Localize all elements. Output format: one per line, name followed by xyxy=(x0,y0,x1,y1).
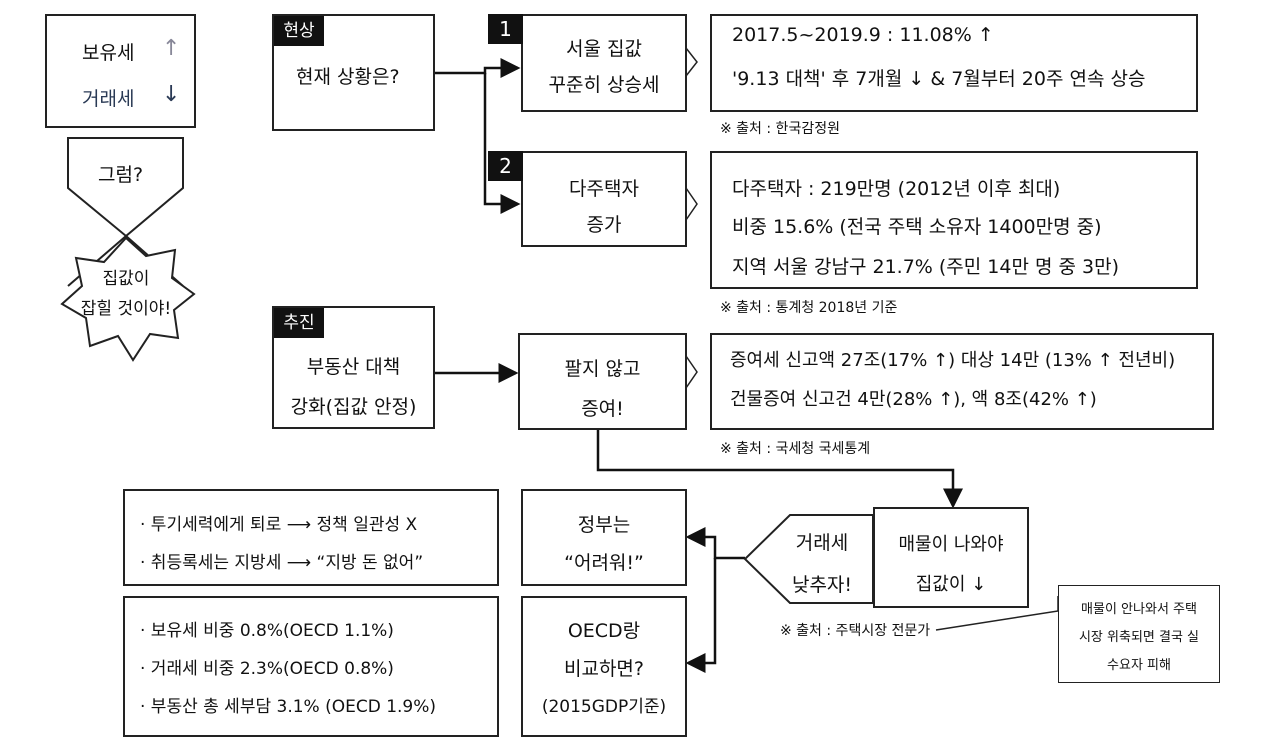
then-shape xyxy=(67,137,184,238)
gov-box xyxy=(521,489,687,586)
item1-number: 1 xyxy=(488,14,523,44)
oecd-line2: 비교하면? xyxy=(563,658,644,680)
item1-detail-line1: 2017.5~2019.9 : 11.08% ↑ xyxy=(732,24,994,46)
gift-source: ※ 출처 : 국세청 국세통계 xyxy=(720,441,871,457)
oecd-item1: · 보유세 비중 0.8%(OECD 1.1%) xyxy=(140,621,394,641)
oecd-box xyxy=(521,596,687,737)
arrow-to-supply xyxy=(596,430,963,509)
oecd-line1: OECD랑 xyxy=(567,620,641,642)
policy-line1: 부동산 대책 xyxy=(306,356,401,378)
oecd-item3: · 부동산 총 세부담 3.1% (OECD 1.9%) xyxy=(140,697,437,717)
lower-tax-chevron xyxy=(743,514,874,604)
gov-line2: “어려워!” xyxy=(564,552,644,574)
push-tag: 추진 xyxy=(274,308,324,338)
conclusion-line2: 잡힐 것이야! xyxy=(80,299,172,319)
arrow-to-gov xyxy=(685,527,745,560)
conclusion-line1: 집값이 xyxy=(102,269,150,289)
gov-reason1: · 투기세력에게 퇴로 ⟶ 정책 일관성 X xyxy=(140,515,418,535)
arrow-to-item1 xyxy=(435,58,521,78)
callout-box xyxy=(1058,585,1220,683)
tax-summary-box xyxy=(45,14,196,128)
item2-number: 2 xyxy=(488,151,523,181)
supply-source: ※ 출처 : 주택시장 전문가 xyxy=(780,623,931,639)
supply-box xyxy=(873,507,1029,608)
holding-tax-label: 보유세 xyxy=(82,42,135,64)
gift-detail-box xyxy=(710,333,1214,430)
item2-source: ※ 출처 : 통계청 2018년 기준 xyxy=(720,300,898,316)
current-tag: 현상 xyxy=(274,16,324,46)
oecd-item2: · 거래세 비중 2.3%(OECD 0.8%) xyxy=(140,659,394,679)
gov-line1: 정부는 xyxy=(577,514,631,536)
item1-source: ※ 출처 : 한국감정원 xyxy=(720,121,840,137)
policy-line2: 강화(집값 안정) xyxy=(290,396,417,418)
gift-line2: 증여! xyxy=(581,398,624,420)
item1-title-line1: 서울 집값 xyxy=(566,38,642,60)
item1-box xyxy=(521,14,687,112)
item2-detail-line3: 지역 서울 강남구 21.7% (주민 14만 명 중 3만) xyxy=(732,256,1120,278)
callout-line2: 시장 위축되면 결국 실 xyxy=(1078,630,1200,645)
gov-reasons-box xyxy=(123,489,499,586)
gov-reason2: · 취등록세는 지방세 ⟶ “지방 돈 없어” xyxy=(140,553,424,573)
lower-tax-line1: 거래세 xyxy=(795,532,849,554)
item2-title-line2: 증가 xyxy=(586,214,622,236)
oecd-line3: (2015GDP기준) xyxy=(541,697,667,717)
down-arrow-icon: ↓ xyxy=(162,82,181,107)
item1-title-line2: 꾸준히 상승세 xyxy=(548,74,660,96)
item1-detail-box xyxy=(710,14,1198,112)
then-label: 그럼? xyxy=(98,164,144,186)
gift-detail-line2: 건물증여 신고건 4만(28% ↑), 액 8조(42% ↑) xyxy=(730,389,1097,410)
item2-detail-line2: 비중 15.6% (전국 주택 소유자 1400만명 중) xyxy=(732,216,1102,238)
supply-line2: 집값이 ↓ xyxy=(915,574,987,595)
lower-tax-line2: 낮추자! xyxy=(791,574,853,596)
supply-line1: 매물이 나와야 xyxy=(898,534,1004,555)
transfer-tax-label: 거래세 xyxy=(82,88,135,110)
arrow-to-oecd xyxy=(685,558,717,673)
callout-line3: 수요자 피해 xyxy=(1107,658,1171,673)
callout-line1: 매물이 안나와서 주택 xyxy=(1081,602,1197,617)
arrow-to-item2 xyxy=(483,73,521,214)
gift-line1: 팔지 않고 xyxy=(564,358,641,380)
gift-box xyxy=(518,333,687,430)
current-question: 현재 상황은? xyxy=(296,66,400,88)
item2-title-line1: 다주택자 xyxy=(569,178,639,200)
gift-detail-line1: 증여세 신고액 27조(17% ↑) 대상 14만 (13% ↑ 전년비) xyxy=(730,350,1176,371)
conclusion-starburst xyxy=(60,236,196,362)
item2-box xyxy=(521,151,687,247)
item2-detail-line1: 다주택자 : 219만명 (2012년 이후 최대) xyxy=(732,178,1061,200)
item2-detail-box xyxy=(710,151,1198,289)
oecd-compare-box xyxy=(123,596,499,737)
up-arrow-icon: ↑ xyxy=(162,36,181,61)
item1-detail-line2: '9.13 대책' 후 7개월 ↓ & 7월부터 20주 연속 상승 xyxy=(732,68,1146,90)
